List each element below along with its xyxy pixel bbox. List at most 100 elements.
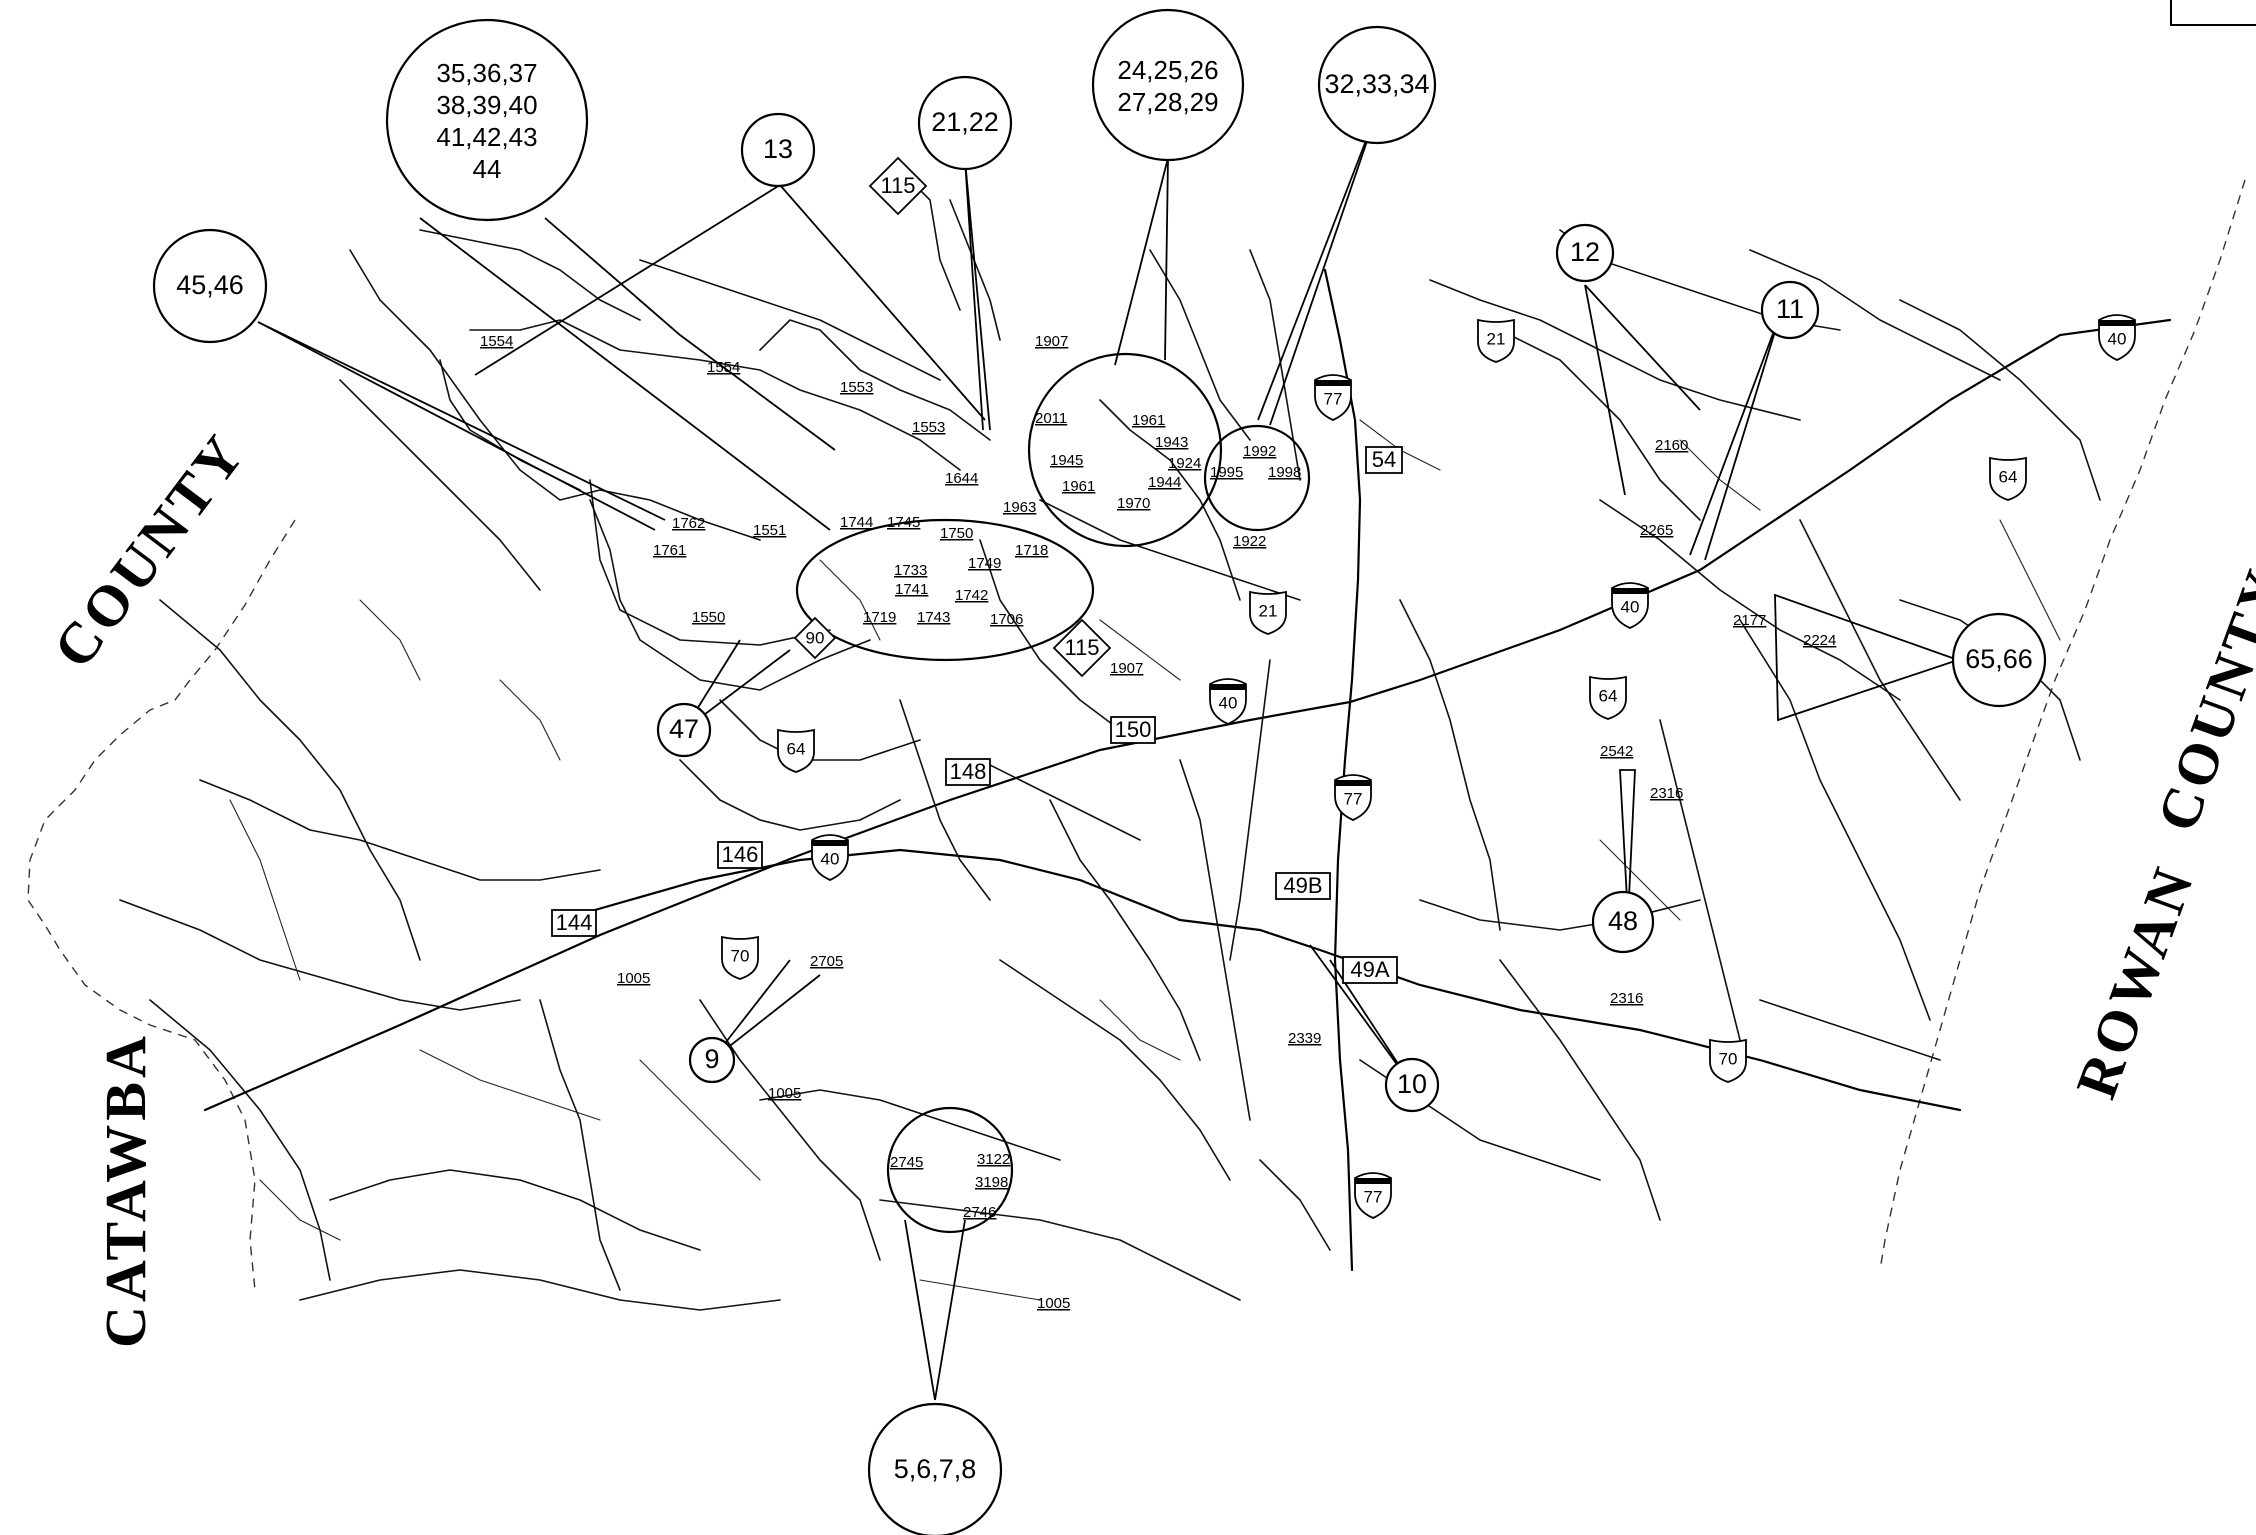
callout-47: 47 bbox=[656, 702, 712, 758]
svg-text:9: 9 bbox=[704, 1044, 719, 1074]
svg-text:146: 146 bbox=[722, 842, 759, 867]
callout-21-22: 21,22 bbox=[917, 75, 1013, 171]
exit-box: 144 bbox=[551, 909, 597, 937]
interstate-shield: 40 bbox=[1611, 582, 1649, 629]
svg-text:150: 150 bbox=[1115, 717, 1152, 742]
road-label: 1706 bbox=[990, 611, 1023, 628]
road-label: 2224 bbox=[1803, 632, 1836, 649]
road-label: 1998 bbox=[1268, 464, 1301, 481]
county-labels: COUNTY CATAWBA ROWAN COUNTY bbox=[40, 421, 2256, 1348]
road-label: 1554 bbox=[707, 359, 740, 376]
svg-text:21,22: 21,22 bbox=[931, 107, 999, 137]
road-label: 1762 bbox=[672, 515, 705, 532]
callout-24-29: 24,25,26 27,28,29 bbox=[1091, 8, 1245, 162]
svg-text:32,33,34: 32,33,34 bbox=[1324, 69, 1429, 99]
svg-text:40: 40 bbox=[1219, 693, 1238, 712]
road-labels: 1554 1554 1553 1553 1907 1907 2011 1961 … bbox=[480, 333, 1836, 1312]
road-label: 1945 bbox=[1050, 452, 1083, 469]
road-label: 1718 bbox=[1015, 542, 1048, 559]
interstate-shield: 40 bbox=[2098, 314, 2136, 361]
us-route-shields: 21 21 64 64 64 70 70 bbox=[721, 318, 2027, 1083]
road-label: 1553 bbox=[912, 419, 945, 436]
us-route-shield: 70 bbox=[721, 935, 759, 980]
road-label: 1005 bbox=[768, 1085, 801, 1102]
callouts: 35,36,37 38,39,40 41,42,43 44 13 21,22 2… bbox=[152, 8, 2047, 1535]
road-label: 1005 bbox=[1037, 1295, 1070, 1312]
exit-box: 148 bbox=[945, 758, 991, 786]
callout-12: 12 bbox=[1555, 223, 1615, 283]
road-label: 2265 bbox=[1640, 522, 1673, 539]
road-label: 1943 bbox=[1155, 434, 1188, 451]
us-70 bbox=[558, 848, 1962, 1112]
svg-text:64: 64 bbox=[787, 739, 806, 758]
svg-text:144: 144 bbox=[556, 910, 593, 935]
svg-text:40: 40 bbox=[1621, 597, 1640, 616]
callout-32-34: 32,33,34 bbox=[1317, 25, 1437, 145]
zoom-area-west bbox=[795, 518, 1095, 662]
us-route-shield: 64 bbox=[1589, 675, 1627, 720]
svg-text:70: 70 bbox=[1719, 1049, 1738, 1068]
svg-text:45,46: 45,46 bbox=[176, 270, 244, 300]
road-label: 2177 bbox=[1733, 612, 1766, 629]
svg-text:40: 40 bbox=[2108, 329, 2127, 348]
callout-10: 10 bbox=[1384, 1057, 1440, 1113]
svg-text:64: 64 bbox=[1999, 467, 2018, 486]
callout-65-66: 65,66 bbox=[1951, 612, 2047, 708]
svg-text:24,25,26: 24,25,26 bbox=[1117, 55, 1218, 85]
road-label: 1907 bbox=[1035, 333, 1068, 350]
svg-text:12: 12 bbox=[1570, 237, 1600, 267]
exit-boxes: 54 150 148 146 144 49B 49A bbox=[551, 446, 1403, 984]
road-label: 2339 bbox=[1288, 1030, 1321, 1047]
county-boundaries bbox=[27, 179, 2246, 1291]
road-label: 2316 bbox=[1650, 785, 1683, 802]
svg-text:27,28,29: 27,28,29 bbox=[1117, 87, 1218, 117]
zoom-area-north bbox=[1027, 352, 1223, 548]
svg-text:21: 21 bbox=[1487, 329, 1506, 348]
road-label: 2011 bbox=[1035, 410, 1067, 427]
svg-text:35,36,37: 35,36,37 bbox=[436, 58, 537, 88]
road-label: 1745 bbox=[887, 514, 920, 531]
road-label: 1741 bbox=[895, 581, 928, 598]
road-label: 2705 bbox=[810, 953, 843, 970]
minor-roads bbox=[119, 169, 2101, 1311]
callout-13: 13 bbox=[740, 112, 816, 188]
svg-text:21: 21 bbox=[1259, 601, 1278, 620]
road-label: 1749 bbox=[968, 555, 1001, 572]
road-label: 1970 bbox=[1117, 495, 1150, 512]
road-label: 1761 bbox=[653, 542, 686, 559]
road-label: 2542 bbox=[1600, 743, 1633, 760]
road-label: 2160 bbox=[1655, 437, 1688, 454]
svg-text:77: 77 bbox=[1364, 1187, 1383, 1206]
east-county-boundary bbox=[1879, 179, 2246, 1271]
us-route-shield: 70 bbox=[1709, 1038, 1747, 1083]
callout-45-46: 45,46 bbox=[152, 228, 268, 344]
interstate-shield: 40 bbox=[811, 834, 849, 881]
zoom-area-northeast bbox=[1203, 424, 1311, 532]
road-label: 1742 bbox=[955, 587, 988, 604]
svg-text:115: 115 bbox=[1064, 635, 1099, 660]
exit-box: 49B bbox=[1275, 872, 1331, 900]
county-label: ROWAN bbox=[2063, 856, 2207, 1106]
svg-text:49A: 49A bbox=[1350, 957, 1389, 982]
callout-11: 11 bbox=[1760, 280, 1820, 340]
road-label: 1644 bbox=[945, 470, 978, 487]
interstate-shield: 77 bbox=[1354, 1172, 1392, 1219]
interstate-shields: 40 40 40 40 77 77 77 bbox=[811, 314, 2136, 1219]
nc-route-diamond: 90 bbox=[793, 616, 837, 660]
road-label: 1005 bbox=[617, 970, 650, 987]
svg-text:65,66: 65,66 bbox=[1965, 644, 2033, 674]
road-label: 2745 bbox=[890, 1154, 923, 1171]
svg-text:70: 70 bbox=[731, 946, 750, 965]
svg-text:10: 10 bbox=[1397, 1069, 1427, 1099]
road-label: 1924 bbox=[1168, 455, 1201, 472]
nc-route-diamond: 115 bbox=[868, 156, 928, 216]
svg-text:41,42,43: 41,42,43 bbox=[436, 122, 537, 152]
county-label: COUNTY bbox=[2144, 558, 2256, 839]
road-label: 1719 bbox=[863, 609, 896, 626]
exit-box: 150 bbox=[1110, 716, 1156, 744]
corner-frame bbox=[2170, 0, 2256, 26]
svg-text:5,6,7,8: 5,6,7,8 bbox=[894, 1454, 977, 1484]
svg-text:77: 77 bbox=[1344, 789, 1363, 808]
zoom-circles bbox=[795, 352, 1311, 1234]
